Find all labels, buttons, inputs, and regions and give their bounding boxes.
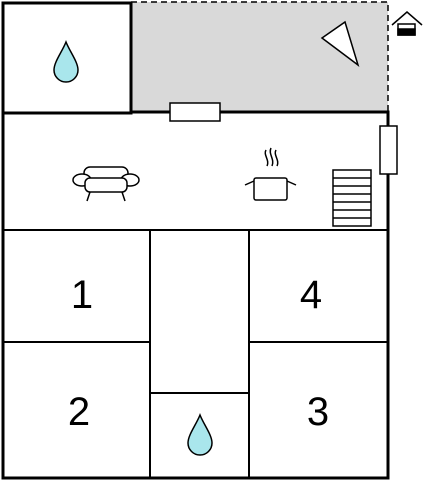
window-top xyxy=(169,102,221,122)
main-building-walls xyxy=(1,110,390,480)
sofa-icon xyxy=(72,166,140,202)
stairs-icon xyxy=(332,169,372,227)
terrace xyxy=(131,1,389,112)
room-number-3: 3 xyxy=(307,390,329,434)
cooking-pot-icon xyxy=(244,147,297,201)
water-drop-icon xyxy=(187,412,213,456)
room-number-2: 2 xyxy=(68,390,90,434)
window-right xyxy=(379,125,398,175)
water-drop-icon xyxy=(53,39,79,83)
parasol-icon xyxy=(320,20,360,67)
room-number-4: 4 xyxy=(300,273,322,317)
house-icon xyxy=(391,11,423,36)
room-number-1: 1 xyxy=(71,273,93,317)
